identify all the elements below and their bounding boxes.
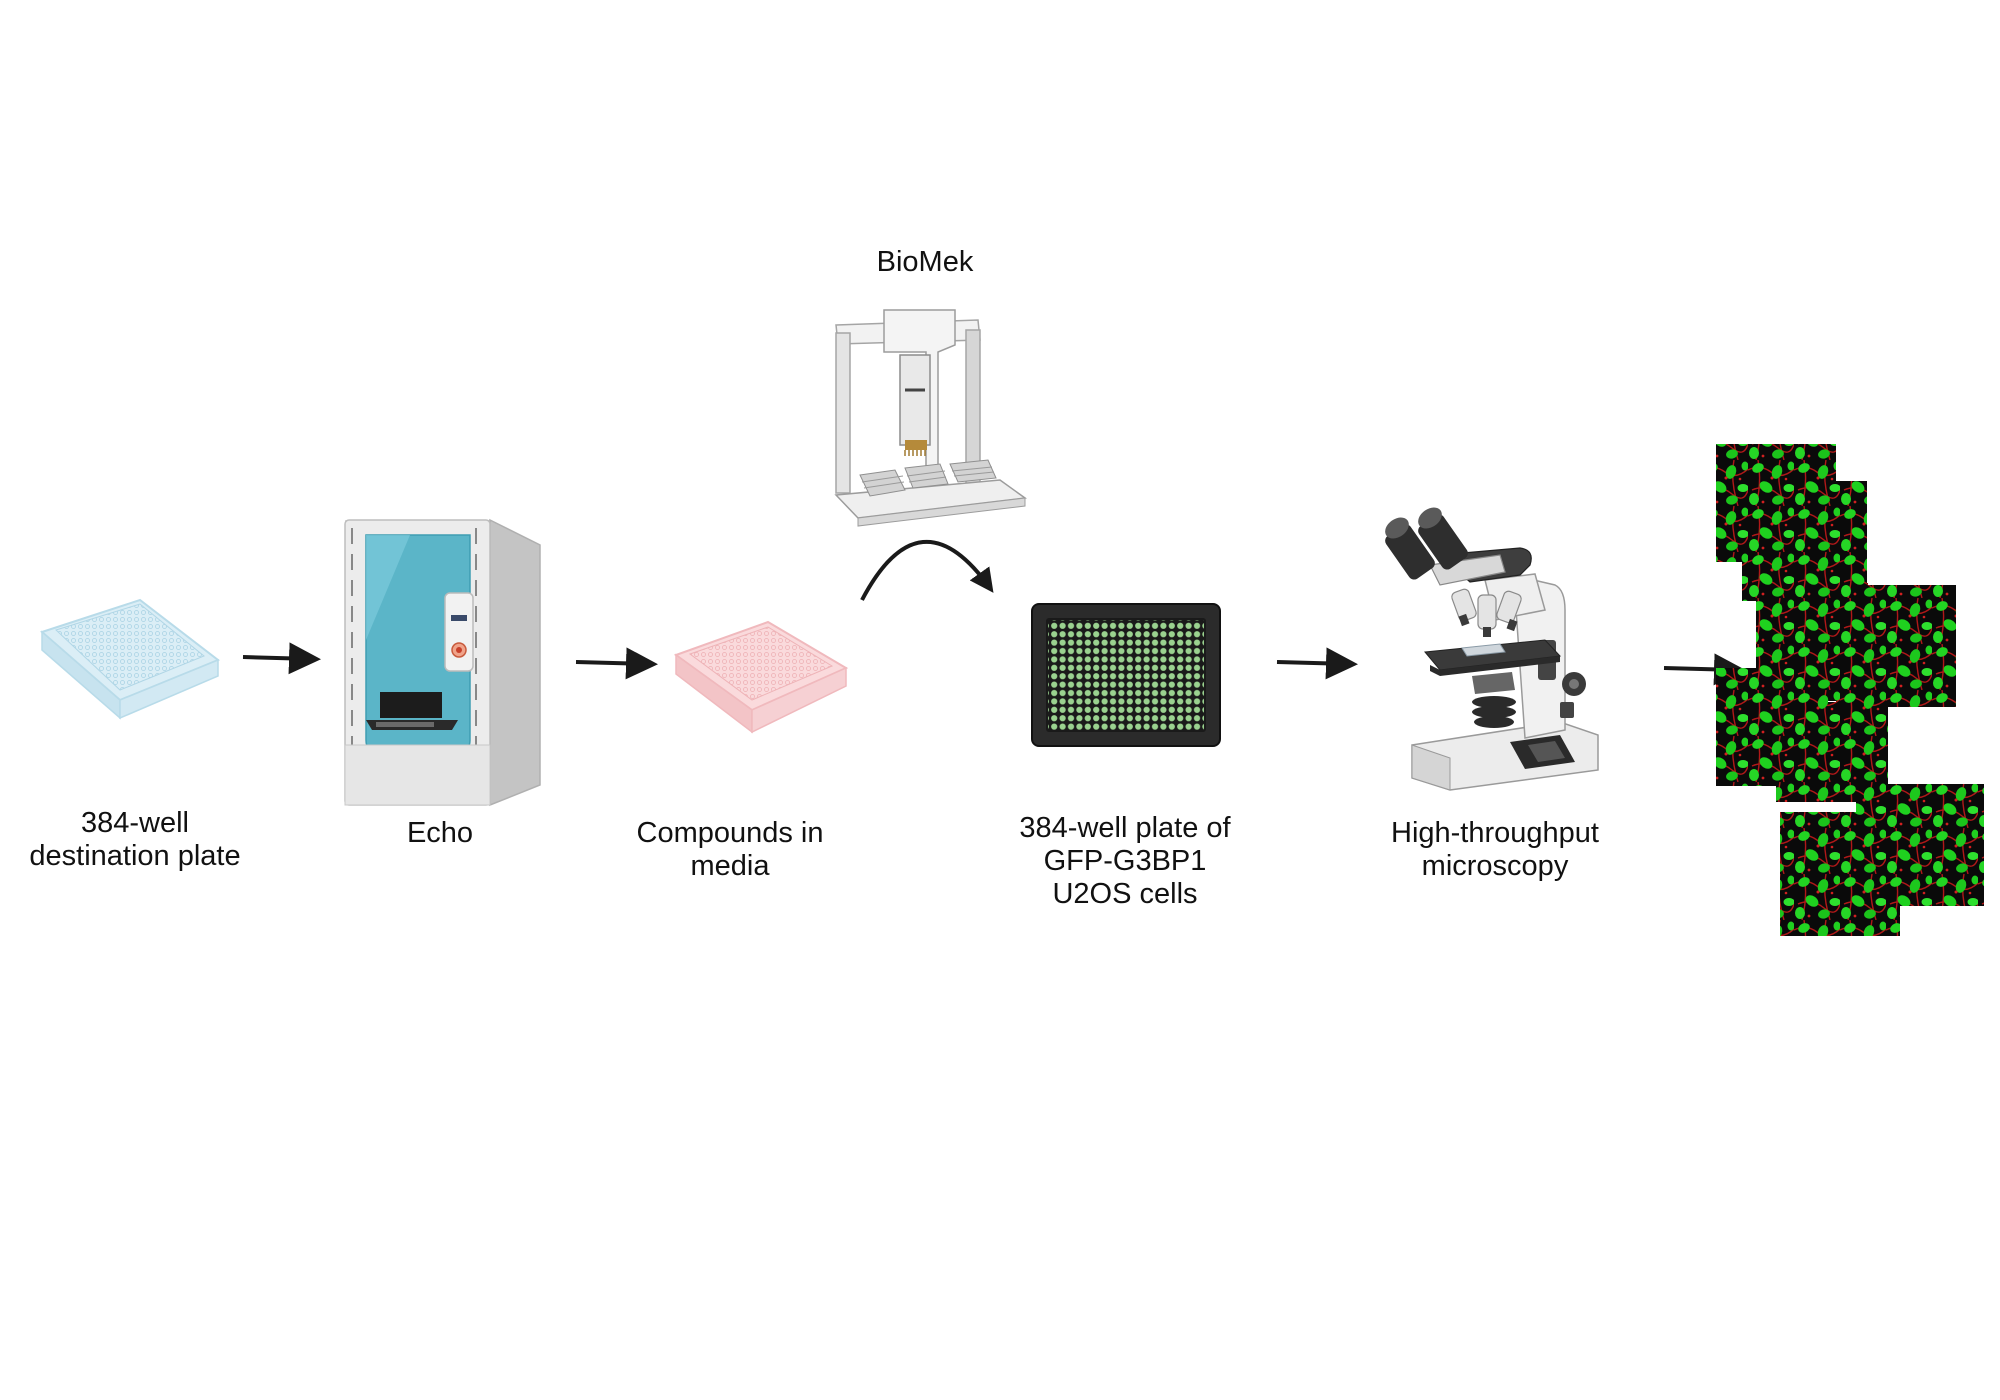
label-biomek: BioMek (876, 246, 974, 278)
microscope-icon (1385, 507, 1599, 791)
label-echo: Echo (406, 817, 474, 849)
biomek-robot-icon (834, 309, 1028, 527)
label-microscopy: High-throughput microscopy (1391, 817, 1599, 882)
well-plate-icon (673, 620, 849, 734)
label-cell-plate: 384-well plate of GFP-G3BP1 U2OS cells (1019, 812, 1231, 910)
arrow-1 (242, 642, 321, 675)
arrow-2 (575, 647, 658, 680)
label-compounds: Compounds in media (636, 817, 824, 882)
cell-image-mosaic-icon (1716, 444, 1984, 936)
arrow-3 (1276, 647, 1358, 680)
echo-dispenser-icon (344, 518, 541, 807)
well-plate-icon (1031, 603, 1221, 747)
curved-arrow (860, 539, 994, 601)
well-plate-icon (40, 598, 220, 720)
label-destination-plate: 384-well destination plate (29, 807, 241, 872)
